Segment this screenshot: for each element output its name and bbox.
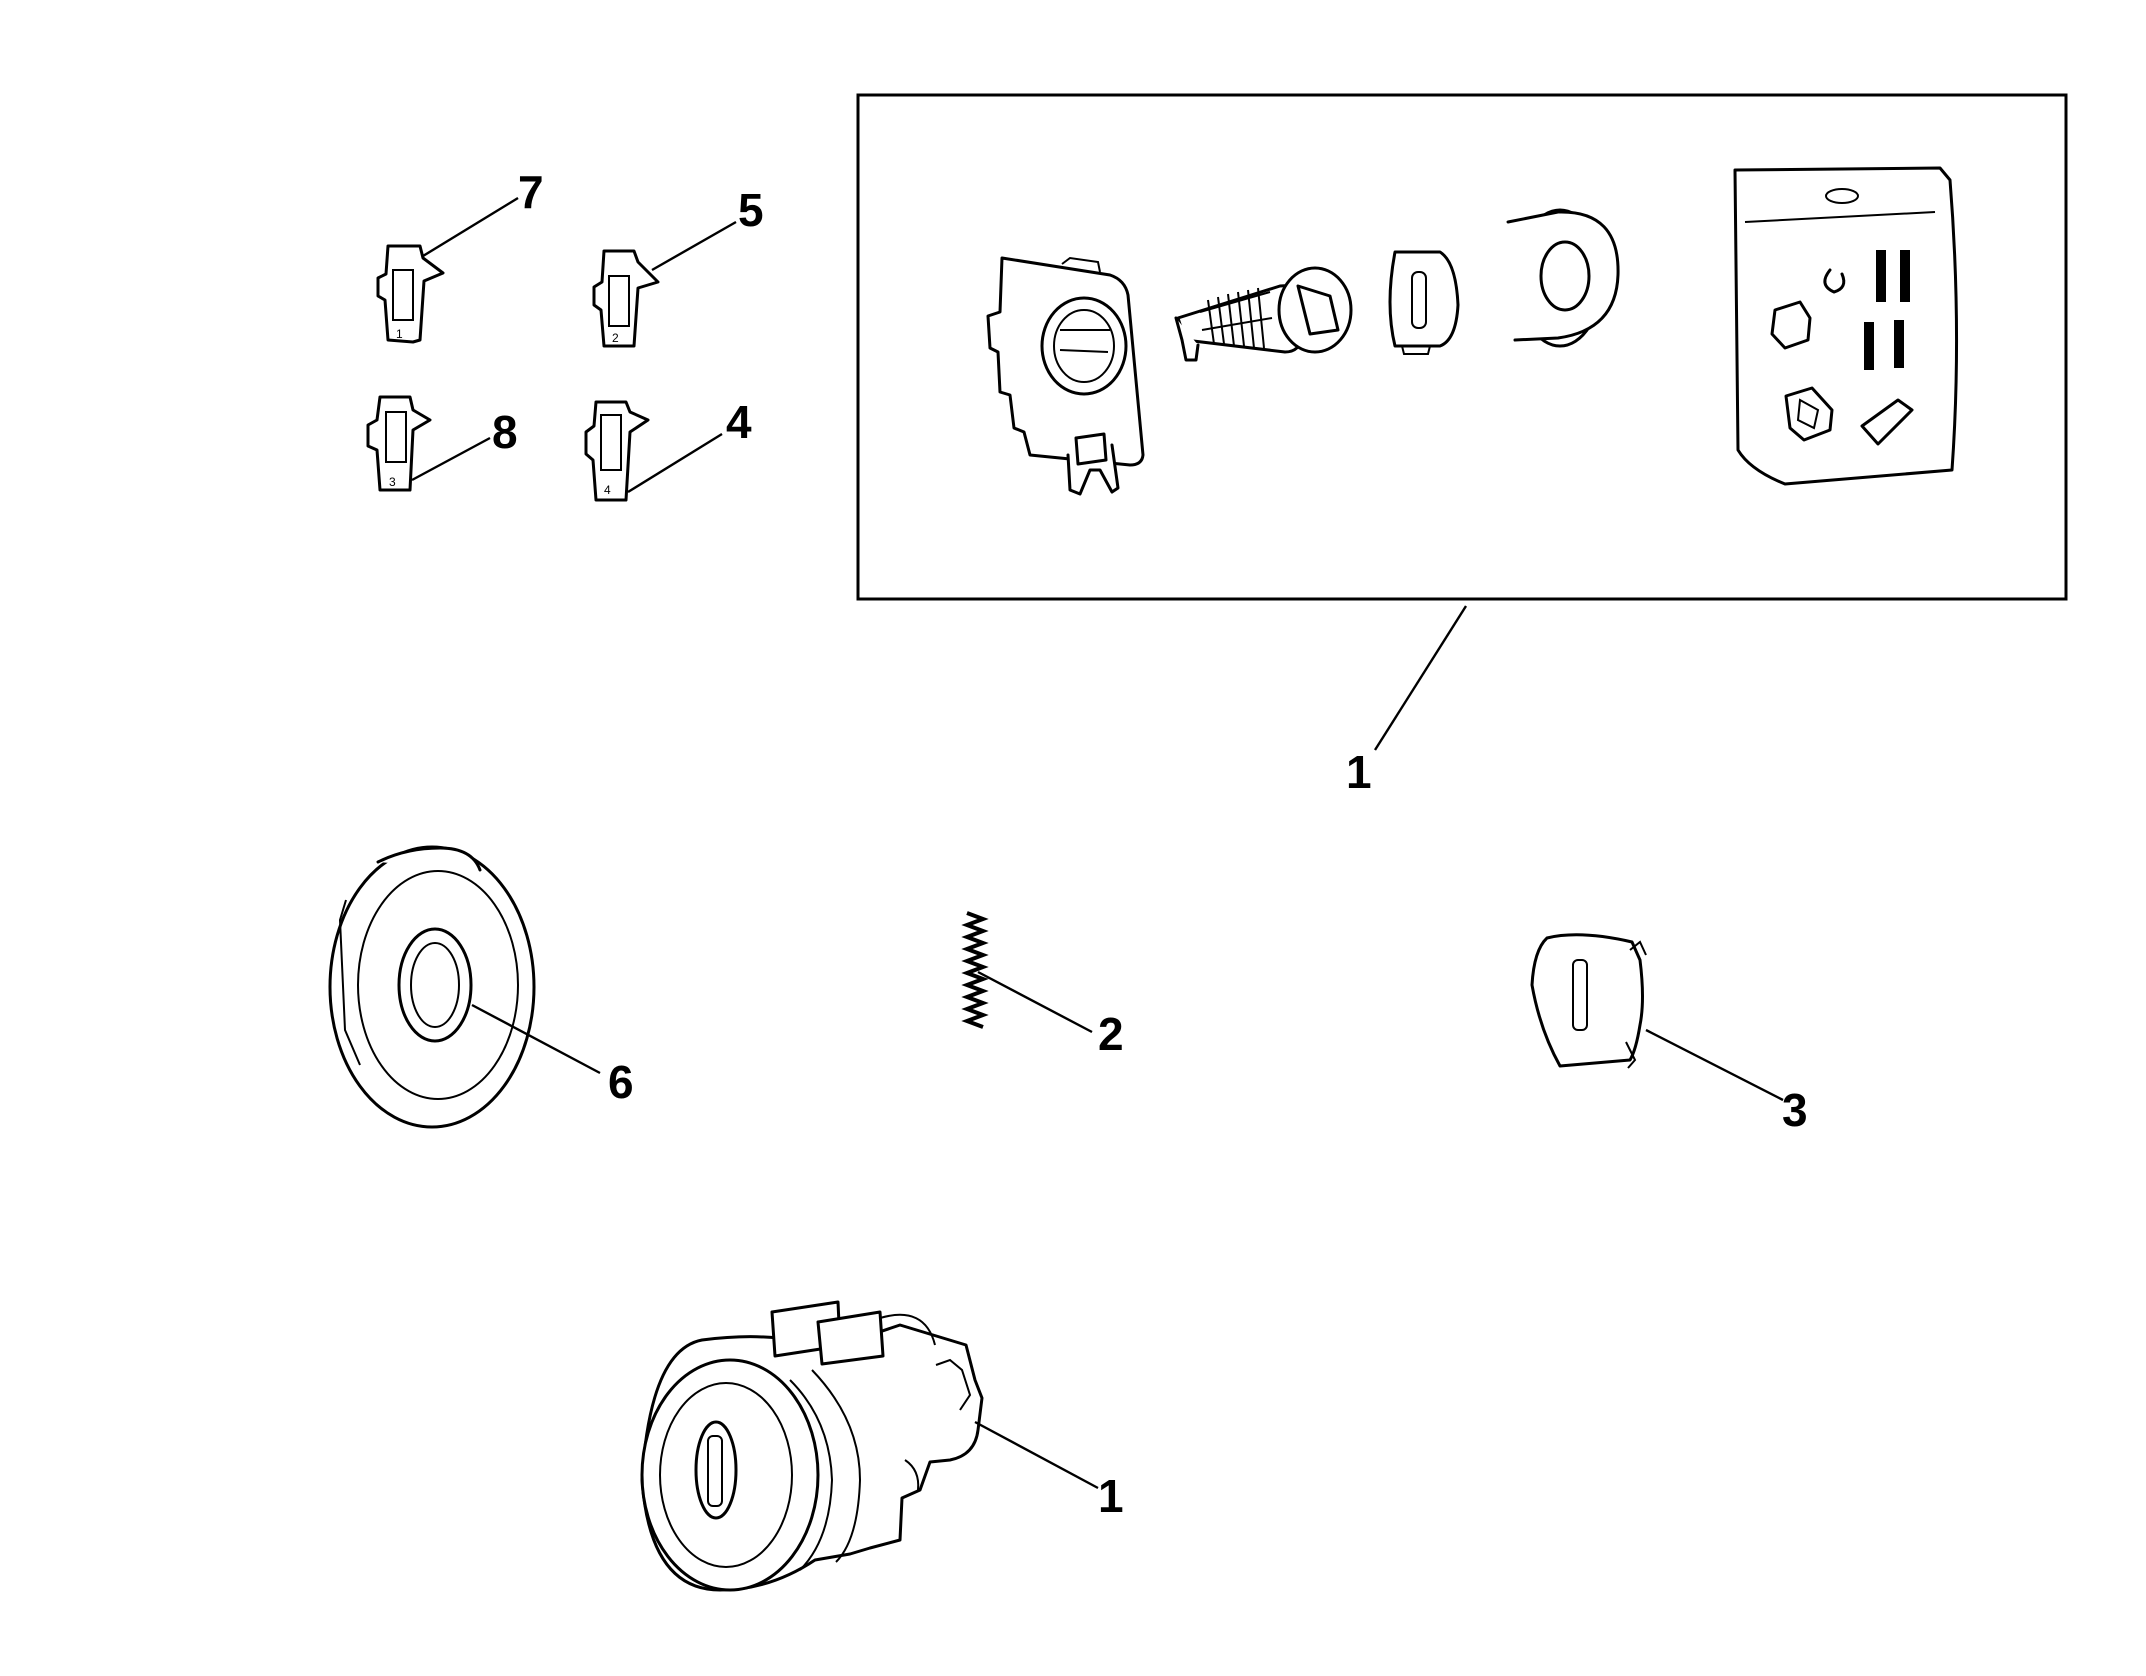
- spring-icon: [1876, 250, 1886, 302]
- leader-line-2: [977, 970, 1093, 1034]
- lock-sleeve: [1388, 250, 1460, 355]
- spring-icon: [1894, 320, 1904, 368]
- repair-kit-frame: [856, 93, 2068, 601]
- leader-line-7: [422, 196, 519, 258]
- small-parts-bag: [1733, 166, 1959, 486]
- grease-tube-icon: [1860, 398, 1914, 446]
- callout-1-kit: 1: [1346, 746, 1372, 798]
- tumbler-wafer-4: 4: [584, 400, 650, 502]
- tumbler-wafer-7: 1: [376, 244, 445, 344]
- leader-line-8: [411, 436, 491, 482]
- spring-icon: [1864, 322, 1874, 370]
- callout-8: 8: [492, 406, 518, 458]
- lock-cylinder-barrel: [1174, 266, 1353, 362]
- lock-ring: [1506, 208, 1620, 348]
- small-cap-icon: [1770, 300, 1812, 350]
- spring-icon: [1900, 250, 1910, 302]
- leader-line-6: [471, 1003, 601, 1075]
- leader-line-3: [1645, 1028, 1784, 1102]
- tumbler-spring: [961, 911, 989, 1029]
- wafer-mark-2: 2: [612, 331, 619, 345]
- tumbler-wafer-5: 2: [592, 249, 660, 348]
- callout-1-cylinder: 1: [1098, 1470, 1124, 1522]
- leader-line-5: [651, 220, 737, 272]
- wafer-mark-3: 3: [389, 475, 396, 489]
- small-cover-icon: [1784, 386, 1834, 442]
- callout-4: 4: [726, 396, 752, 448]
- lock-bezel: [328, 845, 536, 1129]
- cylinder-sleeve: [1530, 933, 1647, 1069]
- callout-7: 7: [518, 166, 544, 218]
- callout-3: 3: [1782, 1084, 1808, 1136]
- leader-line-1-kit: [1373, 605, 1468, 751]
- lock-housing-plate: [986, 256, 1145, 496]
- callout-6: 6: [608, 1056, 634, 1108]
- callout-5: 5: [738, 184, 764, 236]
- wafer-mark-1: 1: [396, 327, 403, 341]
- tumbler-wafer-8: 3: [366, 395, 432, 492]
- leader-line-1-cylinder: [974, 1420, 1099, 1490]
- retaining-clip-icon: [1823, 268, 1846, 294]
- wafer-mark-4: 4: [604, 483, 611, 497]
- leader-line-4: [627, 432, 723, 494]
- lock-cylinder-assembly: [640, 1300, 984, 1592]
- callout-2: 2: [1098, 1008, 1124, 1060]
